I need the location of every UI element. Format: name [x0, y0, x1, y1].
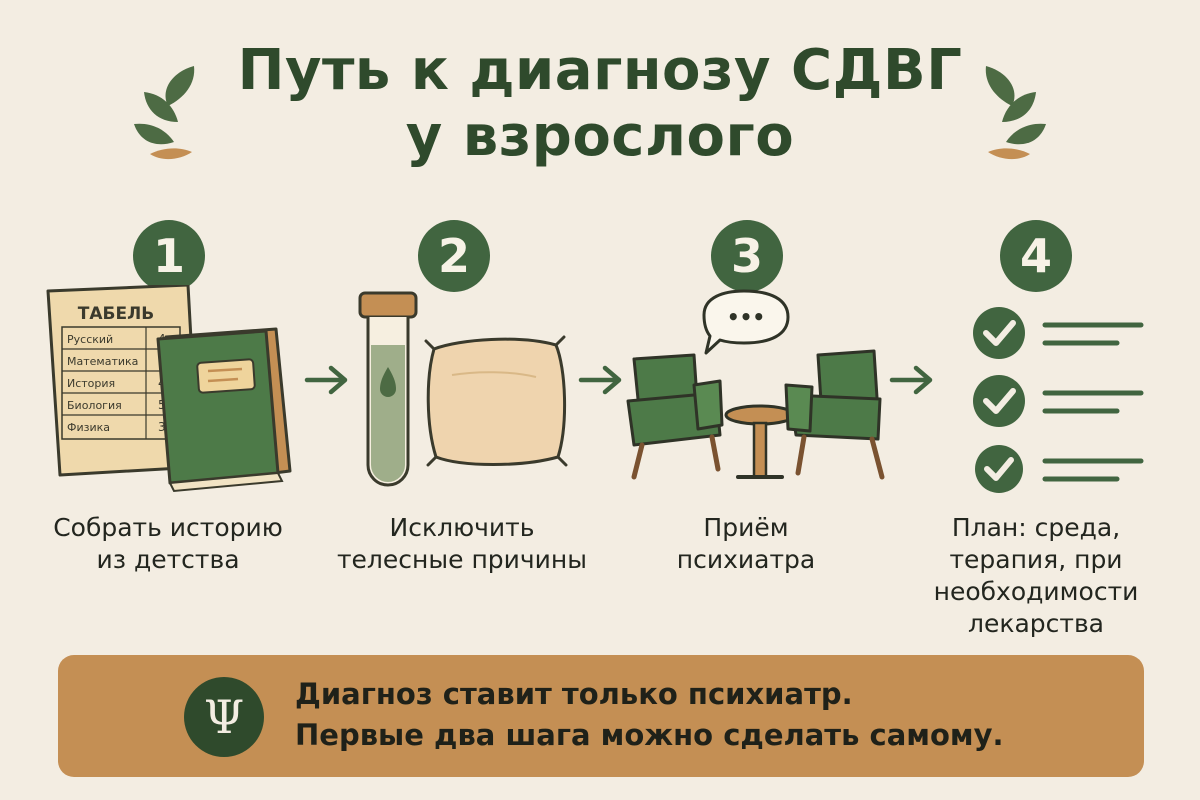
- checkmark-icon: [975, 445, 1023, 493]
- psychiatrist-office-illustration: •••: [626, 289, 885, 480]
- armchair-icon: [784, 349, 885, 480]
- plan-checklist-illustration: [973, 307, 1144, 493]
- report-card-subject: Биология: [67, 399, 122, 412]
- report-card-illustration: ТАБЕЛЬ Русский 4 Математика 3 История 4 …: [46, 285, 292, 493]
- report-card-subject: Русский: [67, 333, 113, 346]
- page-subtitle: у взрослого: [405, 104, 795, 169]
- speech-bubble-text: •••: [727, 305, 765, 329]
- armchair-icon: [626, 353, 724, 480]
- banner-text-line-1: Диагноз ставит только психиатр.: [295, 677, 853, 711]
- caption-line: План: среда,: [951, 513, 1121, 542]
- step-number-4: 4: [1000, 220, 1072, 292]
- arrow-right-icon: [889, 365, 933, 395]
- step-number-1: 1: [133, 220, 205, 292]
- step-caption-4: План: среда, терапия, при необходимости …: [896, 512, 1176, 640]
- step-number-3: 3: [711, 220, 783, 292]
- psi-icon: Ψ: [184, 677, 264, 757]
- caption-line: лекарства: [967, 609, 1104, 638]
- step-caption-1: Собрать историю из детства: [28, 512, 308, 576]
- report-card-subject: Математика: [67, 355, 138, 368]
- report-card-subject: История: [67, 377, 115, 390]
- table-icon: [724, 404, 796, 479]
- caption-line: терапия, при: [949, 545, 1123, 574]
- checkmark-icon: [973, 307, 1025, 359]
- banner-text-line-2: Первые два шага можно сделать самому.: [295, 718, 1004, 752]
- caption-line: необходимости: [933, 577, 1139, 606]
- notebook-icon: [156, 327, 292, 493]
- caption-line: из детства: [96, 545, 240, 574]
- arrow-right-icon: [578, 365, 622, 395]
- speech-bubble-icon: •••: [702, 289, 790, 355]
- report-card-subject: Физика: [67, 421, 110, 434]
- caption-line: телесные причины: [336, 545, 588, 574]
- pillow-icon: [424, 335, 568, 467]
- step-number-2: 2: [418, 220, 490, 292]
- report-card-heading: ТАБЕЛЬ: [78, 304, 154, 324]
- body-check-illustration: [358, 291, 568, 487]
- report-card-grade: 5: [158, 398, 166, 412]
- report-card-grade: 3: [158, 420, 166, 434]
- test-tube-icon: [358, 291, 418, 487]
- leaf-icon: [134, 66, 195, 160]
- step-caption-3: Приём психиатра: [606, 512, 886, 576]
- caption-line: психиатра: [676, 545, 816, 574]
- page-title: Путь к диагнозу СДВГ: [237, 38, 963, 103]
- caption-line: Собрать историю: [53, 513, 283, 542]
- step-caption-2: Исключить телесные причины: [322, 512, 602, 576]
- leaf-icon: [985, 66, 1046, 160]
- checkmark-icon: [973, 375, 1025, 427]
- arrow-right-icon: [304, 365, 348, 395]
- caption-line: Приём: [703, 513, 789, 542]
- caption-line: Исключить: [389, 513, 535, 542]
